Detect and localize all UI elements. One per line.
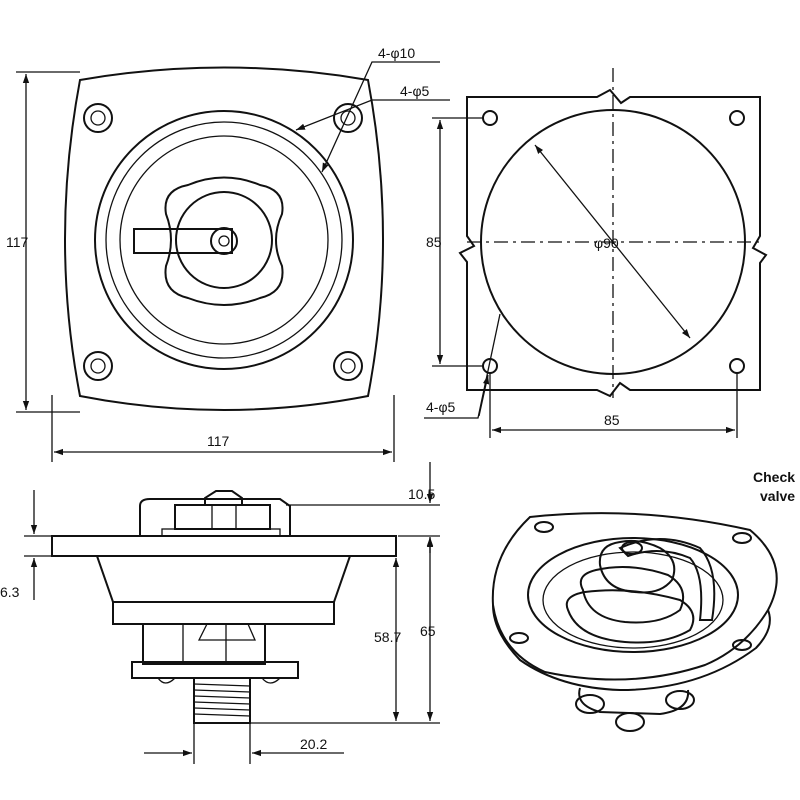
dim-top-width: 117 — [207, 433, 230, 449]
side-body — [95, 555, 352, 603]
dim-top-height: 117 — [6, 234, 29, 250]
iso-mount-holes — [509, 521, 752, 651]
dim-hole-large: 4-φ10 — [378, 45, 415, 61]
cutout-border — [458, 88, 768, 398]
side-body-base — [112, 601, 335, 625]
iso-bowl-outer — [527, 537, 739, 653]
cap-lever — [133, 228, 233, 254]
dim-total-height: 65 — [420, 623, 436, 639]
annotation-line1: Check — [753, 469, 795, 485]
isometric-view — [491, 512, 778, 732]
side-view: 10.5 6.3 58.7 65 20.2 — [0, 462, 440, 764]
dim-cutout-diameter: φ90 — [594, 235, 619, 251]
iso-lever — [618, 538, 716, 621]
lever-pivot — [210, 227, 238, 255]
dim-flange-offset: 6.3 — [0, 584, 20, 600]
bowl-outer-ring — [94, 110, 354, 370]
dim-body-height: 58.7 — [374, 629, 401, 645]
cap-center-ring — [175, 191, 273, 289]
top-view: 117 117 4-φ10 4-φ5 — [6, 45, 450, 462]
bowl-step-ring — [119, 135, 329, 345]
side-flange — [51, 535, 397, 557]
dim-hole-small: 4-φ5 — [400, 83, 430, 99]
side-cap — [174, 504, 271, 530]
dim-cutout-height: 85 — [426, 234, 442, 250]
cap-knob-outline — [164, 176, 284, 306]
flange-outline — [64, 66, 384, 411]
dim-thread-width: 20.2 — [300, 736, 327, 752]
side-nut — [204, 490, 243, 506]
lever-pivot-hole — [218, 235, 230, 247]
bowl-inner-ring — [105, 121, 343, 359]
dim-cutout-width: 85 — [604, 412, 620, 428]
side-thread — [193, 677, 251, 724]
dim-cutout-holes: 4-φ5 — [426, 399, 456, 415]
side-lever — [139, 498, 291, 536]
annotation-line2: valve — [760, 488, 795, 504]
mount-holes — [83, 103, 363, 381]
cutout-template: φ90 85 85 4-φ5 — [424, 68, 768, 438]
dim-flange-thickness: 10.5 — [408, 486, 435, 502]
